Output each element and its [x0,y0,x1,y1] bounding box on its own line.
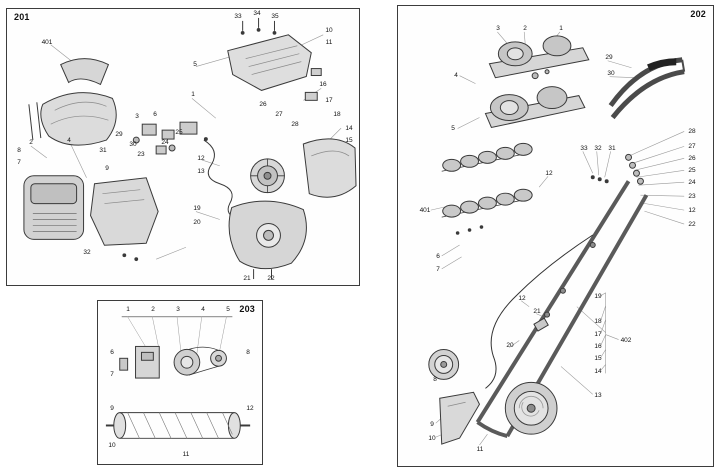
part-drive-motor [173,348,201,376]
washer-stack-icons [590,153,644,185]
screw-icons [122,17,277,280]
panel-number-label: 202 [690,9,706,19]
part-side-housing [302,138,357,198]
panel-number-label: 201 [14,12,30,22]
part-axle-assembly [484,35,590,129]
panel-number-label: 203 [239,304,255,314]
exploded-view-drawing-201 [23,17,357,280]
part-deck-cover [227,34,322,101]
part-small-wheel [428,349,460,380]
part-scarifier-roller [105,412,251,439]
part-motor-housing-rear [90,177,159,246]
part-pulley [210,349,227,367]
part-cable [485,234,594,389]
part-upper-handle [608,57,686,120]
part-roller-bars [441,142,533,235]
part-hood [40,92,117,146]
part-small-cover [60,58,110,86]
part-belt [188,346,219,376]
part-bottom-bracket [439,391,481,445]
diagram-panel-202: 202 [397,5,714,467]
bolt-icons [28,102,42,141]
part-motor [250,158,285,194]
part-switch-cluster [132,121,198,155]
diagram-panel-203: 203 [97,300,263,465]
part-motor-housing-front [23,175,85,240]
part-big-wheel [504,381,558,435]
part-handle-tubes [475,180,649,439]
exploded-view-drawing-203 [105,316,251,439]
diagram-panel-201: 201 [6,8,360,286]
part-volute-housing [228,200,307,270]
exploded-view-drawing-202 [428,31,686,446]
leader-lines [127,316,227,357]
part-mount-bracket [119,345,160,379]
